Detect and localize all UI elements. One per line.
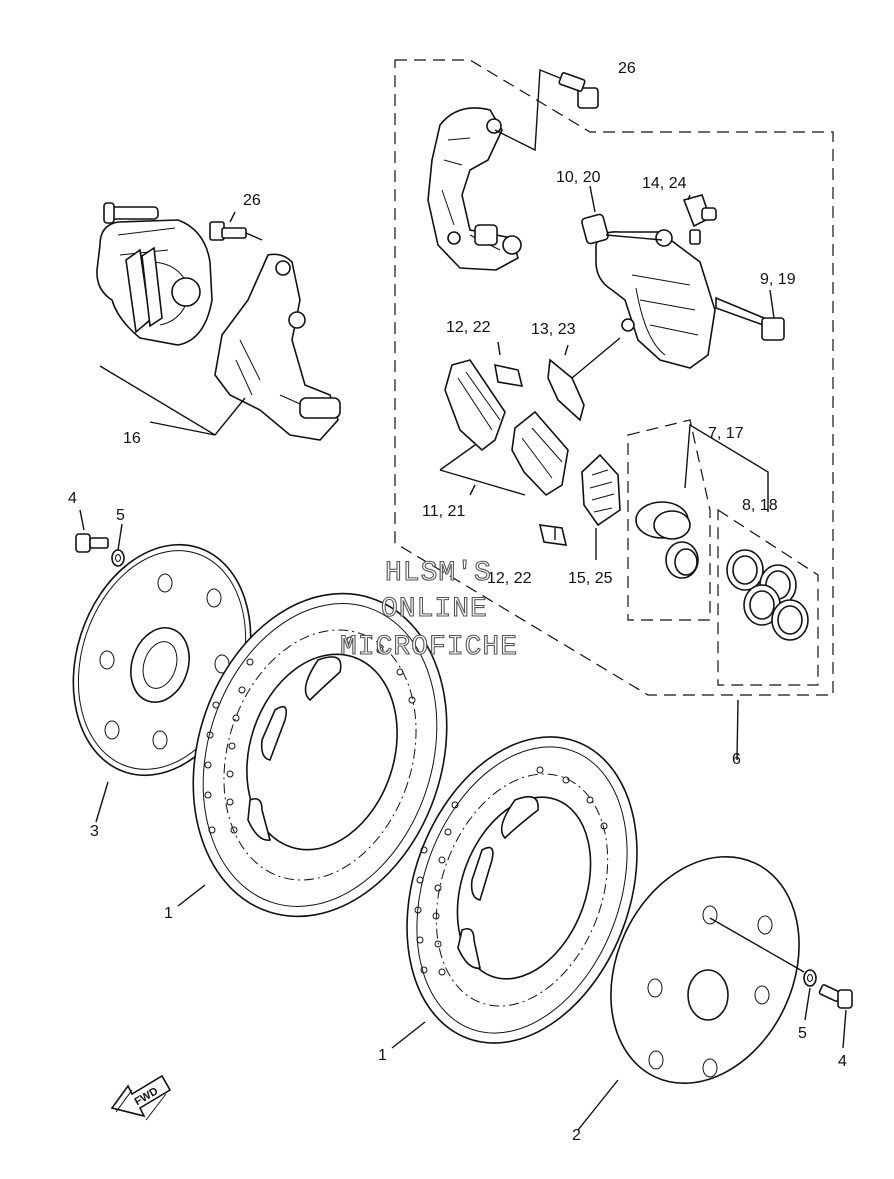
brake-disc-1-left bbox=[192, 592, 448, 918]
watermark: HLSM'S ONLINE MICROFICHE bbox=[339, 557, 518, 663]
callout-15-25: 15, 25 bbox=[568, 570, 613, 587]
piston-seals-8-18 bbox=[726, 549, 809, 641]
callout-9-19: 9, 19 bbox=[760, 271, 796, 288]
bolt-26-right bbox=[494, 68, 599, 152]
pad-clip-12-22-lower bbox=[538, 524, 568, 546]
callout-labels: 26 26 10, 20 14, 24 9, 19 12, 22 13, 23 … bbox=[68, 60, 847, 1144]
brake-disc-1-right bbox=[406, 736, 638, 1044]
caliper-body-right bbox=[595, 229, 716, 369]
callout-14-24: 14, 24 bbox=[642, 175, 687, 192]
washer-5-left bbox=[111, 549, 125, 567]
callout-4-right: 4 bbox=[838, 1053, 847, 1070]
callout-7-17: 7, 17 bbox=[708, 425, 744, 442]
callout-2: 2 bbox=[572, 1127, 581, 1144]
hub-cover-plate-2 bbox=[610, 855, 800, 1085]
caliper-pistons-7-17 bbox=[635, 501, 699, 579]
callout-8-18: 8, 18 bbox=[742, 497, 778, 514]
callout-12-22-upper: 12, 22 bbox=[446, 319, 491, 336]
bolt-4-right bbox=[818, 984, 853, 1009]
watermark-line-1: HLSM'S bbox=[385, 558, 492, 589]
caliper-bracket-right bbox=[427, 107, 522, 271]
callout-5-right: 5 bbox=[798, 1025, 807, 1042]
callout-1-left: 1 bbox=[164, 905, 173, 922]
callout-4-left: 4 bbox=[68, 490, 77, 507]
leader-lines bbox=[79, 185, 847, 1131]
caliper-assembly-left bbox=[96, 202, 213, 346]
callout-13-23: 13, 23 bbox=[531, 321, 576, 338]
brake-pad-11-21-inner bbox=[511, 410, 569, 497]
callout-5-left: 5 bbox=[116, 507, 125, 524]
callout-10-20: 10, 20 bbox=[556, 169, 601, 186]
watermark-line-3: MICROFICHE bbox=[340, 632, 518, 663]
guide-pin-10-20 bbox=[581, 213, 663, 245]
fwd-arrow-icon: FWD bbox=[110, 1074, 172, 1121]
callout-12-22-lower: 12, 22 bbox=[487, 570, 532, 587]
bolt-26-left bbox=[209, 221, 263, 241]
pad-clip-12-22-upper bbox=[494, 363, 524, 387]
caliper-bracket-left bbox=[214, 253, 341, 441]
callout-26-right: 26 bbox=[618, 60, 636, 77]
pad-spring-13-23 bbox=[547, 337, 621, 422]
callout-16: 16 bbox=[123, 430, 141, 447]
callout-6: 6 bbox=[732, 751, 741, 768]
bolt-4-left bbox=[75, 533, 109, 553]
callout-26-left: 26 bbox=[243, 192, 261, 209]
callout-11-21: 11, 21 bbox=[422, 503, 465, 520]
brake-pad-11-21-outer bbox=[444, 359, 506, 452]
watermark-line-2: ONLINE bbox=[381, 594, 488, 625]
bleed-screw-14-24 bbox=[682, 194, 717, 245]
caliper-assembly-boundary bbox=[394, 59, 834, 696]
callout-1-right: 1 bbox=[378, 1047, 387, 1064]
callout-3: 3 bbox=[90, 823, 99, 840]
guide-bolt-9-19 bbox=[715, 296, 785, 341]
washer-5-right bbox=[709, 917, 817, 987]
pad-shim-15-25 bbox=[581, 453, 621, 527]
